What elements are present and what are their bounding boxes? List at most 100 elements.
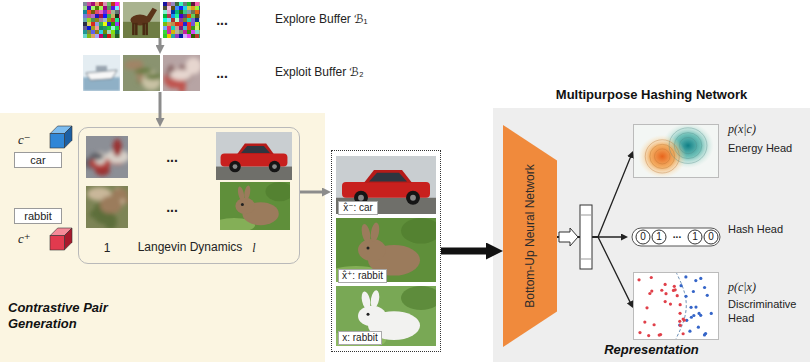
horse-image: [123, 2, 160, 38]
panel-title: Multipurpose Hashing Network: [493, 87, 810, 103]
boat-image: [83, 55, 120, 91]
noise-image: [99, 26, 103, 30]
horse-image: [132, 23, 135, 35]
noise-image: [103, 6, 107, 10]
noise-image: [191, 34, 195, 38]
car-image: [364, 170, 412, 183]
noise-image: [163, 6, 167, 10]
noise-image: [95, 34, 99, 38]
noise-image: [99, 18, 103, 22]
noise-image: [167, 6, 171, 10]
noise-image: [167, 18, 171, 22]
rabbit-image: [360, 291, 372, 310]
noise-image: [87, 10, 91, 14]
panel-background: [493, 108, 810, 362]
blurred-sample: [123, 55, 160, 91]
blurred-sample: [100, 196, 122, 214]
process-label: Langevin Dynamics: [79, 240, 301, 255]
ellipsis: ...: [216, 66, 228, 80]
car-image: [336, 156, 436, 214]
noise-image: [195, 26, 199, 30]
noise-image: [87, 2, 91, 6]
hash-bit: 1: [656, 232, 662, 242]
noise-image: [191, 18, 195, 22]
noise-image: [111, 10, 115, 14]
car-image: [237, 144, 273, 155]
blurred-sample: [86, 139, 128, 176]
noise-image: [91, 22, 95, 26]
decision-scatter: [682, 332, 685, 335]
noise-image: [179, 14, 183, 18]
arrow-connector: [557, 237, 631, 304]
car-image: [336, 198, 436, 214]
noise-image: [83, 30, 87, 34]
noise-image: [167, 10, 171, 14]
decision-scatter: [688, 330, 691, 333]
car-image: [216, 132, 292, 180]
noise-image: [195, 34, 199, 38]
noise-image: [83, 18, 87, 22]
blurred-sample: [163, 55, 200, 91]
decision-scatter: [689, 306, 692, 309]
energy-head: p(x|c)Energy Head: [633, 120, 805, 182]
noise-image: [107, 26, 111, 30]
noise-image: [83, 22, 87, 26]
noise-image: [107, 22, 111, 26]
hash-bit: 0: [640, 232, 646, 242]
rabbit-image: [358, 306, 386, 326]
noise-image: [199, 2, 200, 6]
caption-text: x: rabbit: [339, 332, 381, 344]
condition-cube: [50, 228, 72, 250]
noise-image: [171, 6, 175, 10]
decision-scatter: [679, 324, 682, 327]
car-image: [233, 164, 238, 169]
condition-symbol: c⁺: [18, 232, 31, 245]
noise-image: [115, 26, 119, 30]
noise-image: [83, 2, 120, 38]
rabbit-image: [401, 286, 436, 310]
decision-scatter: [678, 323, 681, 326]
decision-scatter: [638, 331, 641, 334]
noise-image: [107, 6, 111, 10]
noise-image: [119, 14, 120, 18]
noise-image: [195, 30, 199, 34]
energy-heatmap: [634, 125, 719, 178]
noise-image: [115, 30, 119, 34]
noise-image: [163, 18, 167, 22]
energy-heatmap: [650, 144, 675, 168]
noise-image: [171, 18, 175, 22]
rabbit-image: [235, 198, 255, 214]
class-label-box: car: [14, 152, 62, 168]
rabbit-image: [369, 290, 380, 309]
noise-image: [167, 2, 171, 6]
noise-image: [179, 10, 183, 14]
noise-image: [119, 26, 120, 30]
decision-scatter: [645, 306, 648, 309]
class-label: rabbit: [15, 209, 61, 223]
noise-image: [91, 2, 95, 6]
decision-scatter: [694, 279, 697, 282]
blurred-sample: [123, 55, 160, 91]
blurred-sample: [90, 153, 103, 160]
noise-image: [103, 30, 107, 34]
boat-image: [83, 66, 120, 91]
boat-image: [83, 55, 120, 91]
discriminative-head: p(c|x)Discriminative Head: [633, 272, 808, 344]
noise-image: [91, 6, 95, 10]
rabbit-image: [266, 182, 291, 201]
decision-scatter: [664, 300, 667, 303]
noise-image: [175, 6, 179, 10]
blurred-sample: [170, 70, 192, 81]
noise-image: [183, 34, 187, 38]
hash-code: [704, 230, 718, 244]
decision-scatter: [647, 334, 650, 337]
noise-image: [87, 34, 91, 38]
noise-image: [87, 22, 91, 26]
decision-scatter: [650, 289, 653, 292]
noise-image: [115, 14, 119, 18]
noise-image: [183, 10, 187, 14]
car-image: [410, 195, 416, 201]
noise-image: [183, 30, 187, 34]
energy-heatmap: [633, 124, 719, 178]
